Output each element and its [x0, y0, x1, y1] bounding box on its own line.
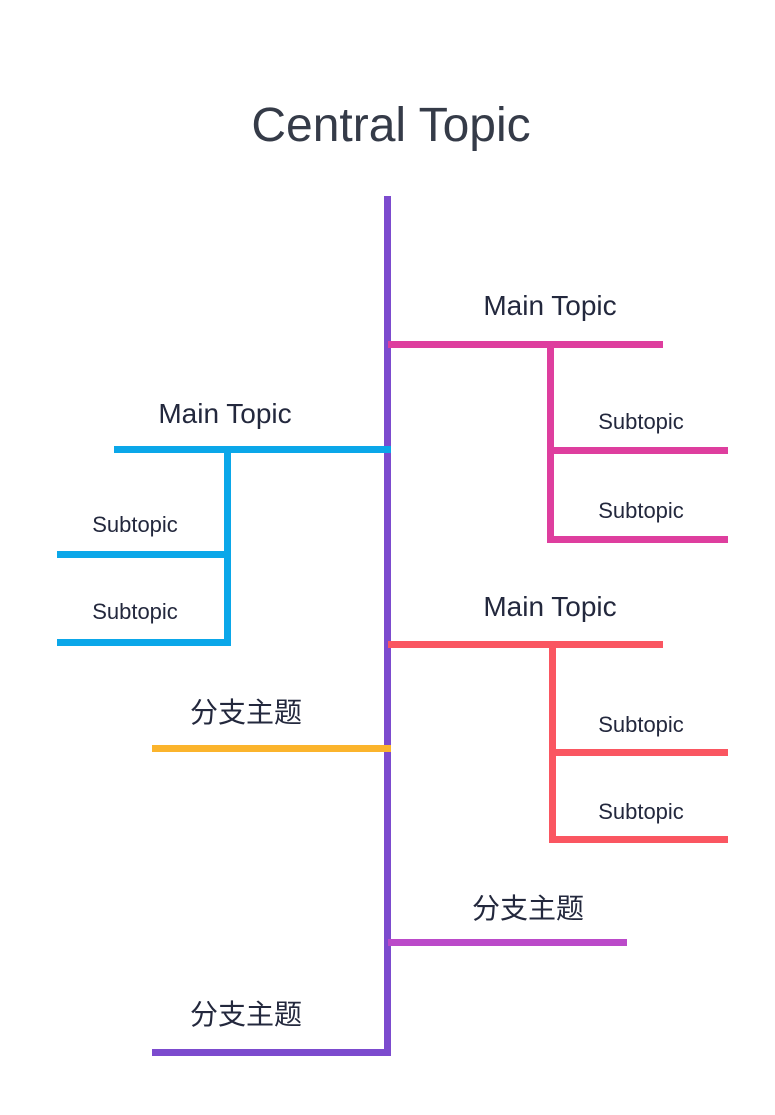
- branch-left-1-line: [114, 446, 391, 453]
- branch-right-1-subtopic-1-label[interactable]: Subtopic: [598, 409, 684, 434]
- branch-right-2-subtopic-1-label[interactable]: Subtopic: [598, 712, 684, 737]
- branch-right-1-line: [388, 341, 663, 348]
- branch-left-3-line: [152, 1049, 391, 1056]
- branch-right-3-label[interactable]: 分支主题: [471, 893, 584, 924]
- branch-right-2-connector: [549, 641, 556, 843]
- branch-left-2-label[interactable]: 分支主题: [189, 697, 302, 728]
- branch-left-1-subtopic-2-label[interactable]: Subtopic: [92, 599, 178, 624]
- branch-left-1-subtopic-2-line: [57, 639, 231, 646]
- branch-right-2-label[interactable]: Main Topic: [483, 591, 617, 622]
- branch-right-2-subtopic-1-line: [549, 749, 728, 756]
- branch-left-1-label[interactable]: Main Topic: [158, 398, 292, 429]
- branch-right-1-subtopic-2-line: [547, 536, 728, 543]
- branch-right-1-subtopic-2-label[interactable]: Subtopic: [598, 498, 684, 523]
- branch-left-3-label[interactable]: 分支主题: [189, 999, 302, 1030]
- branch-right-2-subtopic-2-label[interactable]: Subtopic: [598, 799, 684, 824]
- branch-right-1-subtopic-1-line: [547, 447, 728, 454]
- branch-left-1-subtopic-1-label[interactable]: Subtopic: [92, 512, 178, 537]
- central-topic-label[interactable]: Central Topic: [251, 99, 531, 152]
- branch-left-2-line: [152, 745, 391, 752]
- branch-right-1-connector: [547, 341, 554, 543]
- branch-right-2-subtopic-2-line: [549, 836, 728, 843]
- branch-right-2-line: [388, 641, 663, 648]
- branch-right-1-label[interactable]: Main Topic: [483, 290, 617, 321]
- branch-right-3-line: [388, 939, 627, 946]
- branch-left-1-subtopic-1-line: [57, 551, 231, 558]
- branch-left-1-connector: [224, 446, 231, 646]
- spine-line: [384, 196, 391, 1056]
